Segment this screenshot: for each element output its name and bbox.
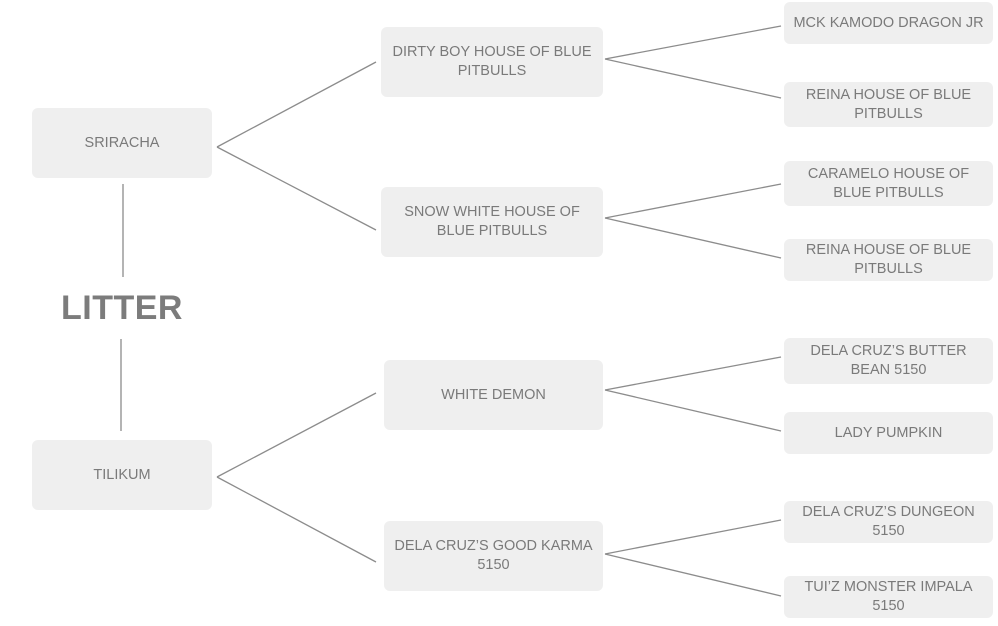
pedigree-node-sds: CARAMELO HOUSE OF BLUE PITBULLS [784, 161, 993, 206]
node-label: SRIRACHA [84, 134, 160, 151]
pedigree-node-dds: DELA CRUZ’S DUNGEON 5150 [784, 501, 993, 543]
connector-line [604, 389, 782, 432]
litter-title: LITTER [61, 289, 183, 327]
connector-line [604, 519, 782, 555]
connector-line [604, 217, 782, 259]
node-label: TILIKUM [93, 466, 151, 483]
node-label: SNOW WHITE HOUSE OF BLUE PITBULLS [404, 204, 580, 239]
node-label: REINA HOUSE OF BLUE PITBULLS [805, 242, 972, 277]
pedigree-node-dsd: LADY PUMPKIN [784, 412, 993, 454]
node-label: DIRTY BOY HOUSE OF BLUE PITBULLS [392, 44, 592, 79]
node-label: DELA CRUZ’S DUNGEON 5150 [802, 504, 975, 539]
node-label: DELA CRUZ’S GOOD KARMA 5150 [394, 538, 593, 573]
pedigree-node-sdd: REINA HOUSE OF BLUE PITBULLS [784, 239, 993, 281]
connector-line [604, 356, 782, 391]
pedigree-node-sss: MCK KAMODO DRAGON JR [784, 2, 993, 44]
node-label: TUI’Z MONSTER IMPALA 5150 [804, 579, 973, 614]
node-label: DELA CRUZ’S BUTTER BEAN 5150 [810, 343, 967, 378]
pedigree-node-sire-sire: DIRTY BOY HOUSE OF BLUE PITBULLS [381, 27, 603, 97]
pedigree-node-sire-dam: SNOW WHITE HOUSE OF BLUE PITBULLS [381, 187, 603, 257]
node-label: MCK KAMODO DRAGON JR [793, 14, 984, 31]
node-label: LADY PUMPKIN [834, 424, 943, 441]
pedigree-node-ddd: TUI’Z MONSTER IMPALA 5150 [784, 576, 993, 618]
connector-line [604, 553, 782, 597]
connector-line [604, 58, 782, 99]
pedigree-node-dam-sire: WHITE DEMON [384, 360, 603, 430]
pedigree-node-sire: SRIRACHA [32, 108, 212, 178]
node-label: REINA HOUSE OF BLUE PITBULLS [805, 86, 972, 122]
pedigree-node-dam: TILIKUM [32, 440, 212, 510]
connector-line [216, 146, 377, 231]
node-label: CARAMELO HOUSE OF BLUE PITBULLS [807, 165, 970, 201]
connector-line [216, 392, 377, 478]
pedigree-node-ssd: REINA HOUSE OF BLUE PITBULLS [784, 82, 993, 127]
connector-line [216, 476, 377, 563]
connector-line [604, 183, 782, 219]
connector-line [216, 61, 377, 148]
pedigree-node-dam-dam: DELA CRUZ’S GOOD KARMA 5150 [384, 521, 603, 591]
connector-line [604, 25, 782, 60]
node-label: WHITE DEMON [441, 386, 546, 403]
pedigree-node-dss: DELA CRUZ’S BUTTER BEAN 5150 [784, 338, 993, 384]
